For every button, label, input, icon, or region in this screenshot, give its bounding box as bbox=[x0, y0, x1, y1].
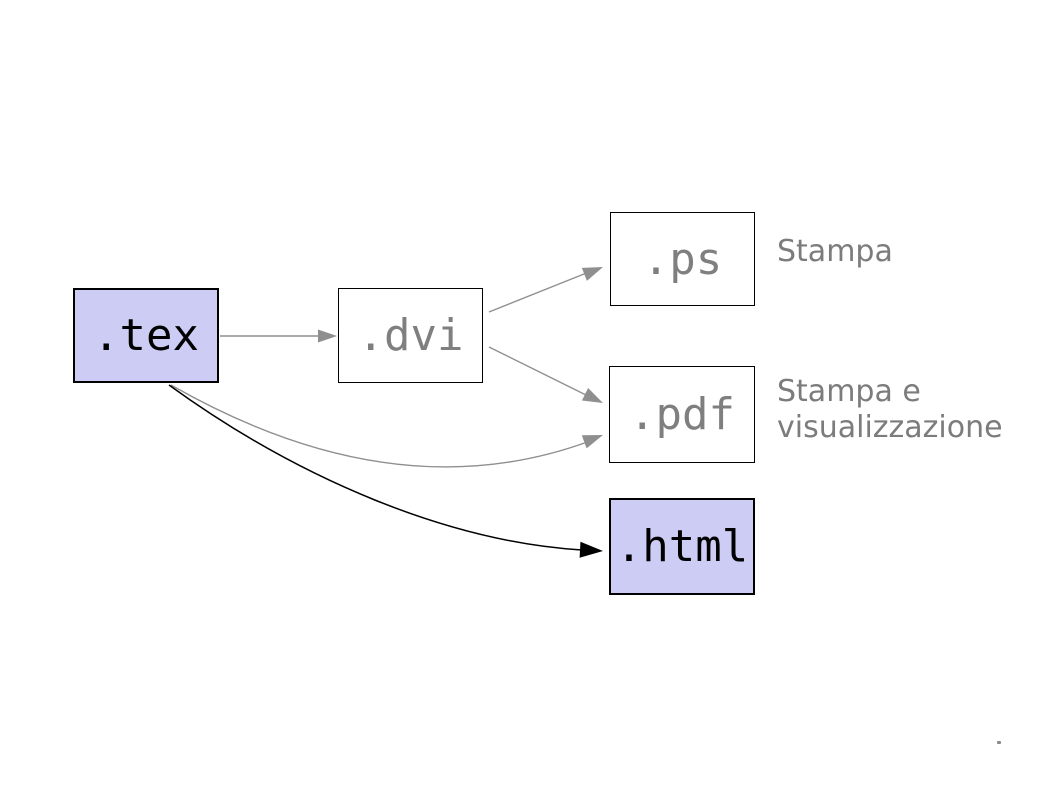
node-dvi-label: .dvi bbox=[357, 310, 464, 361]
node-ps: .ps bbox=[610, 212, 755, 306]
annotation-ps: Stampa bbox=[777, 234, 893, 270]
node-html-label: .html bbox=[615, 521, 749, 572]
annotation-pdf-text: Stampa e visualizzazione bbox=[777, 374, 1003, 445]
node-tex: .tex bbox=[73, 288, 219, 383]
node-pdf: .pdf bbox=[609, 366, 755, 463]
node-tex-label: .tex bbox=[93, 310, 199, 361]
edge-tex-to-dvi-arrow bbox=[220, 329, 337, 343]
edge-tex-to-pdf-curve-arrow bbox=[170, 384, 603, 468]
node-pdf-label: .pdf bbox=[629, 389, 735, 440]
node-ps-label: .ps bbox=[642, 233, 723, 285]
edge-dvi-to-ps-arrow bbox=[488, 267, 603, 313]
stray-dot-mark bbox=[997, 741, 1001, 744]
edge-dvi-to-pdf-arrow bbox=[488, 346, 603, 403]
node-html: .html bbox=[609, 498, 755, 595]
edge-tex-to-html-curve-arrow bbox=[168, 384, 603, 558]
node-dvi: .dvi bbox=[338, 288, 483, 383]
annotation-pdf: Stampa e visualizzazione bbox=[777, 374, 1029, 446]
annotation-ps-text: Stampa bbox=[777, 234, 893, 269]
